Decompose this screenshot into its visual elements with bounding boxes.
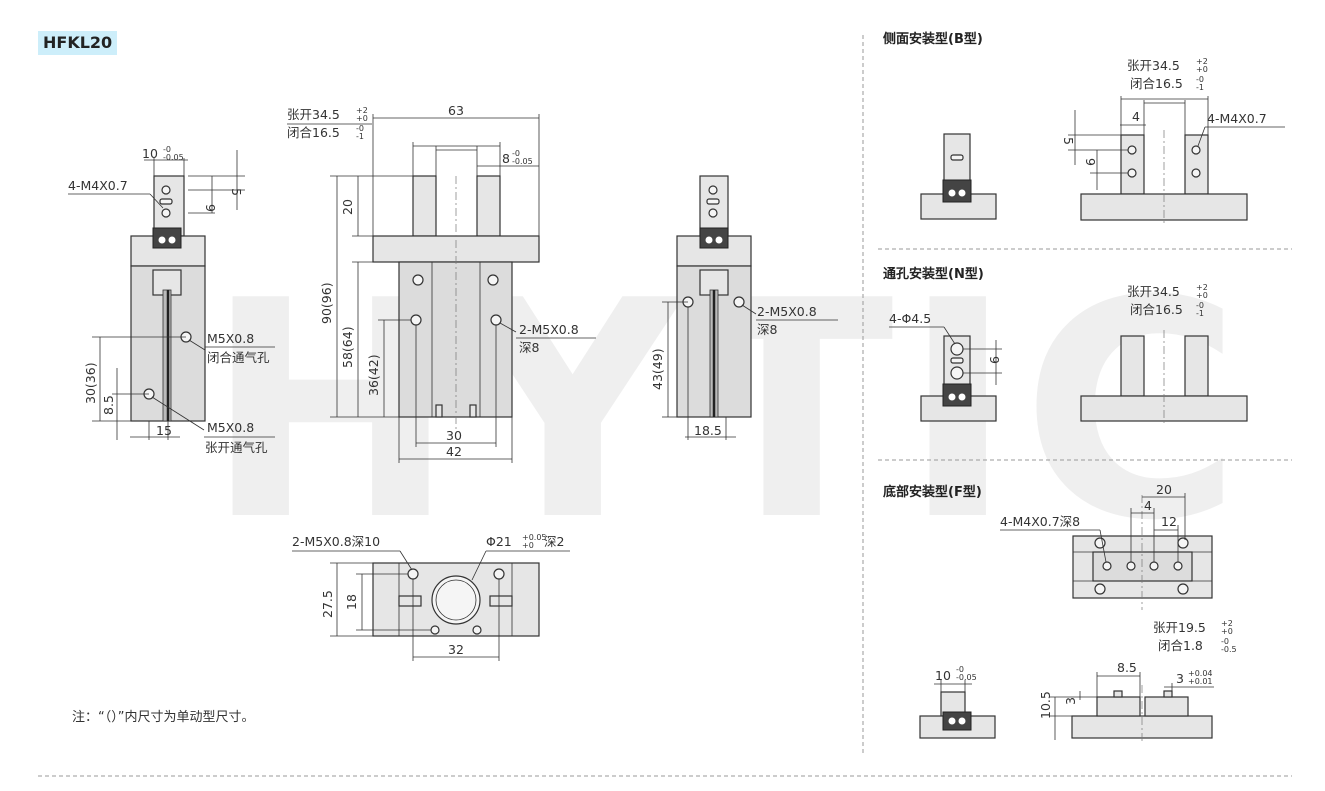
front-depth: 深8 xyxy=(519,340,540,355)
n-dim-9: 9 xyxy=(987,356,1002,364)
section-b-type: 侧面安装型(B型) xyxy=(883,32,983,47)
port-open: M5X0.8 xyxy=(207,420,254,435)
svg-text:闭合16.5: 闭合16.5 xyxy=(1130,76,1183,91)
dim-5: 5 xyxy=(229,188,244,196)
svg-text:-0: -0 xyxy=(1196,301,1204,310)
b-dim-9: 9 xyxy=(1083,158,1098,166)
svg-text:+0.05: +0.05 xyxy=(522,533,547,542)
svg-text:+0.04: +0.04 xyxy=(1188,669,1213,678)
f-dim-20: 20 xyxy=(1156,482,1172,497)
svg-text:张开19.5: 张开19.5 xyxy=(1153,620,1206,635)
dim-43: 43(49) xyxy=(650,348,665,390)
dim-58: 58(64) xyxy=(340,326,355,368)
svg-text:-0.05: -0.05 xyxy=(163,153,184,162)
dim-42: 42 xyxy=(446,444,462,459)
svg-text:张开34.5: 张开34.5 xyxy=(1127,284,1180,299)
f-thread: 4-M4X0.7深8 xyxy=(1000,514,1080,529)
f-dim-10: 10 xyxy=(935,668,951,683)
section-f-type: 底部安装型(F型) xyxy=(883,485,982,500)
dim-10: 10 xyxy=(142,146,158,161)
bore-label: Φ21 xyxy=(486,534,512,549)
svg-text:+2: +2 xyxy=(356,106,368,115)
dim-27-5: 27.5 xyxy=(320,590,335,618)
front-view: 张开34.5 +2 +0 闭合16.5 -0 -1 63 8 -0 -0.05 … xyxy=(287,103,596,463)
finger xyxy=(153,175,185,237)
svg-text:+2: +2 xyxy=(1221,619,1233,628)
section-n-type: 通孔安装型(N型) xyxy=(883,267,984,282)
svg-text:+0.01: +0.01 xyxy=(1188,677,1213,686)
svg-text:-1: -1 xyxy=(1196,83,1204,92)
footnote: 注：“（）”内尺寸为单动型尺寸。 xyxy=(72,710,255,725)
svg-text:-0.05: -0.05 xyxy=(512,157,533,166)
b-dim-5: 5 xyxy=(1061,137,1076,145)
model-title: HFKL20 xyxy=(38,31,118,55)
svg-text:+2: +2 xyxy=(1196,57,1208,66)
close-label: 闭合16.5 xyxy=(287,125,340,140)
b-type-views: 张开34.5 +2 +0 闭合16.5 -0 -1 4 4-M4X0.7 5 9 xyxy=(920,57,1285,225)
right-depth: 深8 xyxy=(757,322,778,337)
f-dim-4: 4 xyxy=(1144,498,1152,513)
open-label: 张开34.5 xyxy=(287,107,340,122)
dim-90: 90(96) xyxy=(319,282,334,324)
svg-text:-0: -0 xyxy=(1196,75,1204,84)
dim-20: 20 xyxy=(340,199,355,215)
port-open-label: 张开通气孔 xyxy=(205,440,268,455)
f-dim-3b: 3 xyxy=(1063,697,1078,705)
bore-depth: 深2 xyxy=(544,534,564,549)
dim-30: 30(36) xyxy=(83,362,98,404)
port-close: M5X0.8 xyxy=(207,331,254,346)
svg-text:+0: +0 xyxy=(1196,65,1208,74)
svg-text:+2: +2 xyxy=(1196,283,1208,292)
dim-32: 32 xyxy=(448,642,464,657)
svg-text:+0: +0 xyxy=(522,541,534,550)
dim-63: 63 xyxy=(448,103,464,118)
f-dim-12: 12 xyxy=(1161,514,1177,529)
dim-18: 18 xyxy=(344,594,359,610)
dim-8-5: 8.5 xyxy=(101,395,116,415)
svg-text:+0: +0 xyxy=(356,114,368,123)
svg-text:-1: -1 xyxy=(356,132,364,141)
f-dim-3: 3 xyxy=(1176,671,1184,686)
svg-text:张开34.5: 张开34.5 xyxy=(1127,58,1180,73)
left-side-view: 10 -0 -0.05 4-M4X0.7 5 9 M5X0.8 闭合通气孔 M5… xyxy=(68,145,275,455)
svg-text:-0: -0 xyxy=(163,145,171,154)
right-side-view: 2-M5X0.8 深8 43(49) 18.5 xyxy=(650,175,838,440)
f-dim-10-5: 10.5 xyxy=(1038,691,1053,719)
front-thread: 2-M5X0.8 xyxy=(519,322,579,337)
svg-text:+0: +0 xyxy=(1196,291,1208,300)
n-type-views: 4-Φ4.5 9 张开34.5 +2 +0 闭合16.5 -0 -1 xyxy=(889,283,1248,425)
dim-18-5: 18.5 xyxy=(694,423,722,438)
b-thread: 4-M4X0.7 xyxy=(1207,111,1267,126)
right-thread: 2-M5X0.8 xyxy=(757,304,817,319)
svg-text:+0: +0 xyxy=(1221,627,1233,636)
b-dim-4: 4 xyxy=(1132,109,1140,124)
dim-8: 8 xyxy=(502,151,510,166)
svg-text:闭合16.5: 闭合16.5 xyxy=(1130,302,1183,317)
port-close-label: 闭合通气孔 xyxy=(207,350,270,365)
svg-text:-0: -0 xyxy=(512,149,520,158)
svg-text:闭合1.8: 闭合1.8 xyxy=(1158,638,1203,653)
svg-text:-0: -0 xyxy=(356,124,364,133)
f-dim-8-5: 8.5 xyxy=(1117,660,1137,675)
svg-text:-0: -0 xyxy=(1221,637,1229,646)
svg-text:-0.05: -0.05 xyxy=(956,673,977,682)
bottom-thread: 2-M5X0.8深10 xyxy=(292,534,380,549)
svg-text:-0.5: -0.5 xyxy=(1221,645,1237,654)
bottom-view: 2-M5X0.8深10 Φ21 +0.05 +0 深2 27.5 18 32 xyxy=(292,533,570,661)
dim-15: 15 xyxy=(156,423,172,438)
thread-label: 4-M4X0.7 xyxy=(68,178,128,193)
svg-text:-1: -1 xyxy=(1196,309,1204,318)
svg-text:-0: -0 xyxy=(956,665,964,674)
n-hole: 4-Φ4.5 xyxy=(889,311,931,326)
dim-36: 36(42) xyxy=(366,354,381,396)
dim-30-front: 30 xyxy=(446,428,462,443)
f-type-views: 20 4 12 4-M4X0.7深8 10 -0 -0.05 张开19.5 +2… xyxy=(919,482,1237,742)
dim-9: 9 xyxy=(203,204,218,212)
